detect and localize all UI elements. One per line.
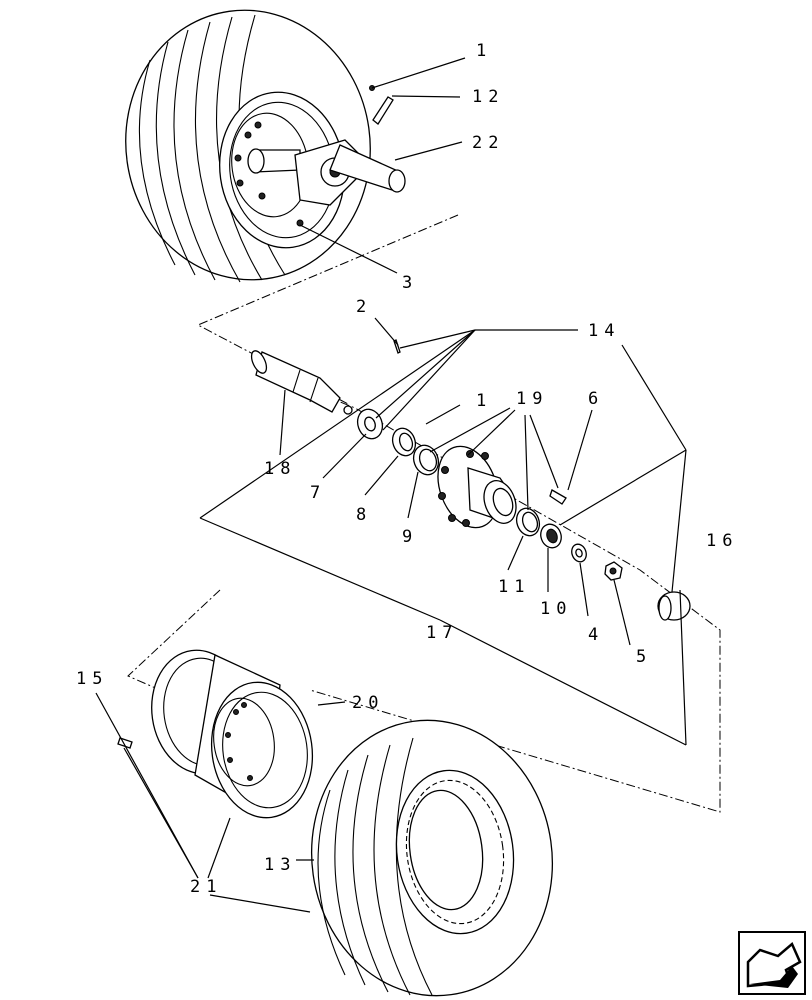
callout-1-mid: 1 — [476, 391, 492, 411]
tire-13 — [310, 719, 554, 997]
callout-1-top: 1 — [476, 41, 492, 61]
callout-6: 6 — [588, 389, 604, 409]
callout-17: 17 — [426, 623, 458, 643]
nut-5 — [604, 561, 623, 581]
exploded-parts — [250, 339, 691, 621]
seal-8 — [391, 427, 417, 457]
callout-18: 18 — [264, 459, 296, 479]
callout-9: 9 — [402, 527, 418, 547]
callout-5: 5 — [636, 647, 652, 667]
callout-20: 20 — [352, 693, 384, 713]
callout-15: 15 — [76, 669, 108, 689]
callout-19: 19 — [516, 389, 548, 409]
hub-19 — [437, 445, 517, 529]
callout-4: 4 — [588, 625, 604, 645]
callout-14: 14 — [588, 321, 620, 341]
prev-page-arrow-icon[interactable] — [738, 931, 806, 995]
spindle-18 — [250, 350, 353, 415]
dust-cap-16 — [657, 591, 691, 621]
callout-10: 10 — [540, 599, 572, 619]
washer-7 — [356, 408, 384, 440]
bearing-cup-9 — [412, 444, 440, 476]
callout-7: 7 — [310, 483, 326, 503]
callout-22: 22 — [472, 133, 504, 153]
rim-20 — [117, 649, 314, 819]
callout-labels: 1 12 22 3 2 14 1 19 6 18 7 8 9 11 10 4 5… — [76, 41, 738, 897]
bearing-cone-10 — [540, 523, 562, 549]
assembled-wheel — [125, 9, 406, 283]
leader-lines — [95, 57, 687, 913]
callout-2: 2 — [356, 297, 372, 317]
callout-16: 16 — [706, 531, 738, 551]
callout-8: 8 — [356, 505, 372, 525]
callout-21: 21 — [190, 877, 222, 897]
callout-11: 11 — [498, 577, 530, 597]
callout-12: 12 — [472, 87, 504, 107]
callout-13: 13 — [264, 855, 296, 875]
washer-4 — [571, 543, 587, 563]
bearing-cup-11 — [515, 507, 541, 537]
callout-3: 3 — [402, 273, 418, 293]
